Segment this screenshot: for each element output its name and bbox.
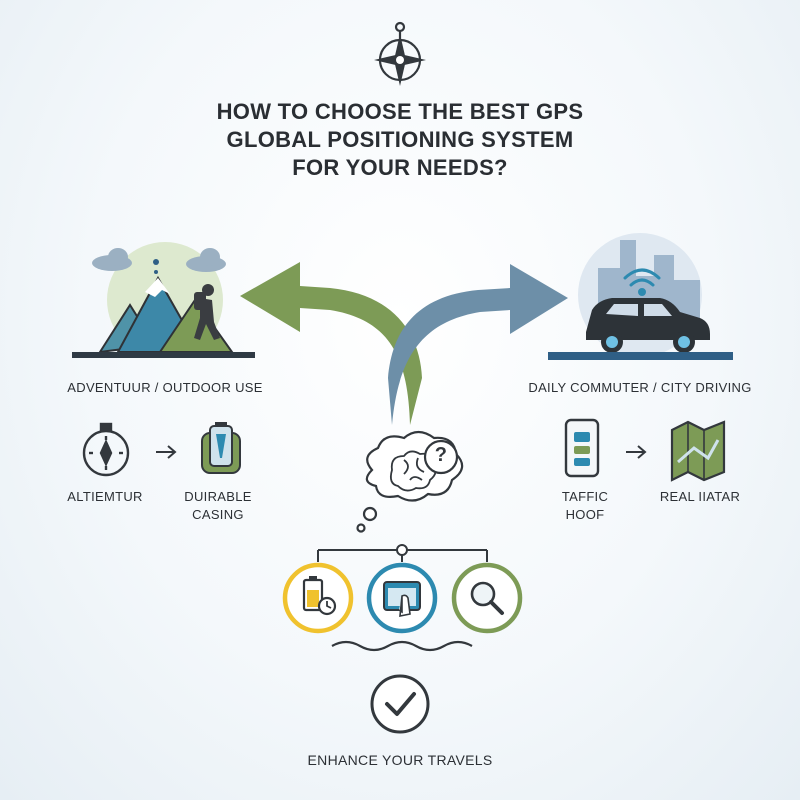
right-feature-1: TAFFIC HOOF [540,488,630,524]
question-mark: ? [434,444,448,466]
left-feature-2: DUIRABLE CASING [168,488,268,524]
durable-casing-icon [201,422,241,474]
title-line-1: HOW TO CHOOSE THE BEST GPS [216,99,584,124]
left-feature-2-line-2: CASING [192,507,244,522]
check-icon [370,674,430,734]
question-bubble-icon [423,439,459,475]
hiker-icon [194,284,220,340]
left-feature-1: ALTIEMTUR [67,489,143,504]
title-line-3: FOR YOUR NEEDS? [292,155,508,180]
right-heading: DAILY COMMUTER / CITY DRIVING [528,380,752,395]
wifi-icon [623,268,661,296]
right-feature-1-line-2: HOOF [565,507,605,522]
cloud-icon [92,248,226,272]
touchscreen-icon [366,562,438,634]
arrow-right-icon-2 [626,445,647,459]
title-line-2: GLOBAL POSITIONING SYSTEM [226,127,574,152]
right-feature-2: REAL IIATAR [659,489,741,504]
car-icon [586,298,710,353]
battery-clock-icon [282,562,354,634]
compass-icon [82,422,130,477]
left-arrow [240,262,422,425]
compass-emblem-icon [374,21,426,86]
left-feature-2-line-1: DUIRABLE [184,489,252,504]
wave-divider [331,640,473,652]
right-feature-1-line-1: TAFFIC [561,489,609,504]
connector-node [396,544,408,556]
split-arrows [240,262,568,425]
magnifier-icon [451,562,523,634]
city-scene [548,233,733,360]
footer-tagline: ENHANCE YOUR TRAVELS [307,752,493,768]
left-heading: ADVENTUUR / OUTDOOR USE [67,380,263,395]
arrow-right-icon [156,445,177,459]
phone-icon [564,418,600,478]
map-icon [670,420,726,482]
outdoor-scene [72,242,255,358]
page-title: HOW TO CHOOSE THE BEST GPS GLOBAL POSITI… [150,98,650,182]
right-arrow [388,264,568,425]
